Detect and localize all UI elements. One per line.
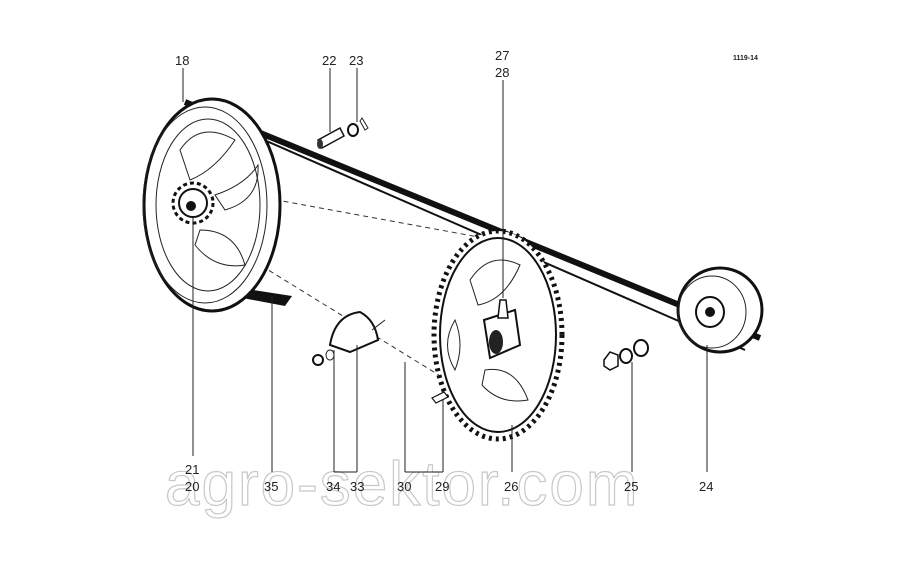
label-20: 20 <box>185 479 199 494</box>
label-25: 25 <box>624 479 638 494</box>
label-33: 33 <box>350 479 364 494</box>
key <box>431 391 449 404</box>
idler-pulley <box>676 266 764 354</box>
chain-guard <box>312 310 386 366</box>
watermark: agro-sektor.com <box>165 450 640 519</box>
label-21: 21 <box>185 462 199 477</box>
leader-lines <box>182 68 708 473</box>
label-24: 24 <box>699 479 713 494</box>
label-30: 30 <box>397 479 411 494</box>
label-35: 35 <box>264 479 278 494</box>
washer-clip <box>347 117 369 137</box>
label-18: 18 <box>175 53 189 68</box>
label-28: 28 <box>495 65 509 80</box>
label-34: 34 <box>326 479 340 494</box>
small-sprocket <box>171 181 215 225</box>
label-22: 22 <box>322 53 336 68</box>
label-27: 27 <box>495 48 509 63</box>
nut-washers <box>603 339 649 371</box>
label-23: 23 <box>349 53 363 68</box>
label-26: 26 <box>504 479 518 494</box>
grease-nipple <box>497 299 509 319</box>
drawing-code: 1119-14 <box>733 55 758 62</box>
pin <box>317 126 345 150</box>
label-29: 29 <box>435 479 449 494</box>
large-sprocket <box>431 228 565 442</box>
